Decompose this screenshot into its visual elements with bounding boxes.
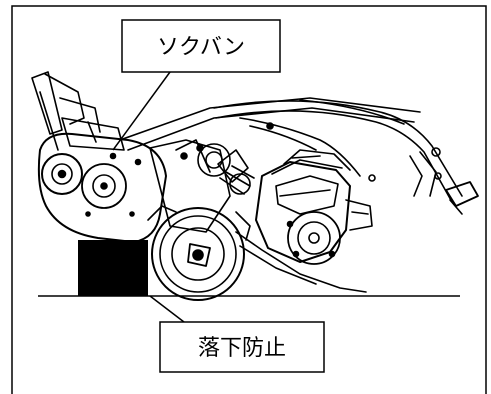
label-box-side-case: [121, 19, 281, 73]
label-box-fall-prevention: [159, 321, 325, 373]
tiller-machine: [31, 71, 479, 301]
label-fall-prevention: 落下防止: [198, 336, 286, 361]
callout-leader-fall-prevention: [149, 295, 185, 323]
support-block: [78, 240, 148, 296]
label-side-case: ソクバン: [157, 35, 245, 60]
engine: [255, 161, 351, 263]
diagram-border: [11, 5, 487, 394]
rotor-wheel: [151, 207, 245, 301]
side-case: [37, 132, 167, 243]
callout-leader-side-case: [112, 71, 171, 151]
